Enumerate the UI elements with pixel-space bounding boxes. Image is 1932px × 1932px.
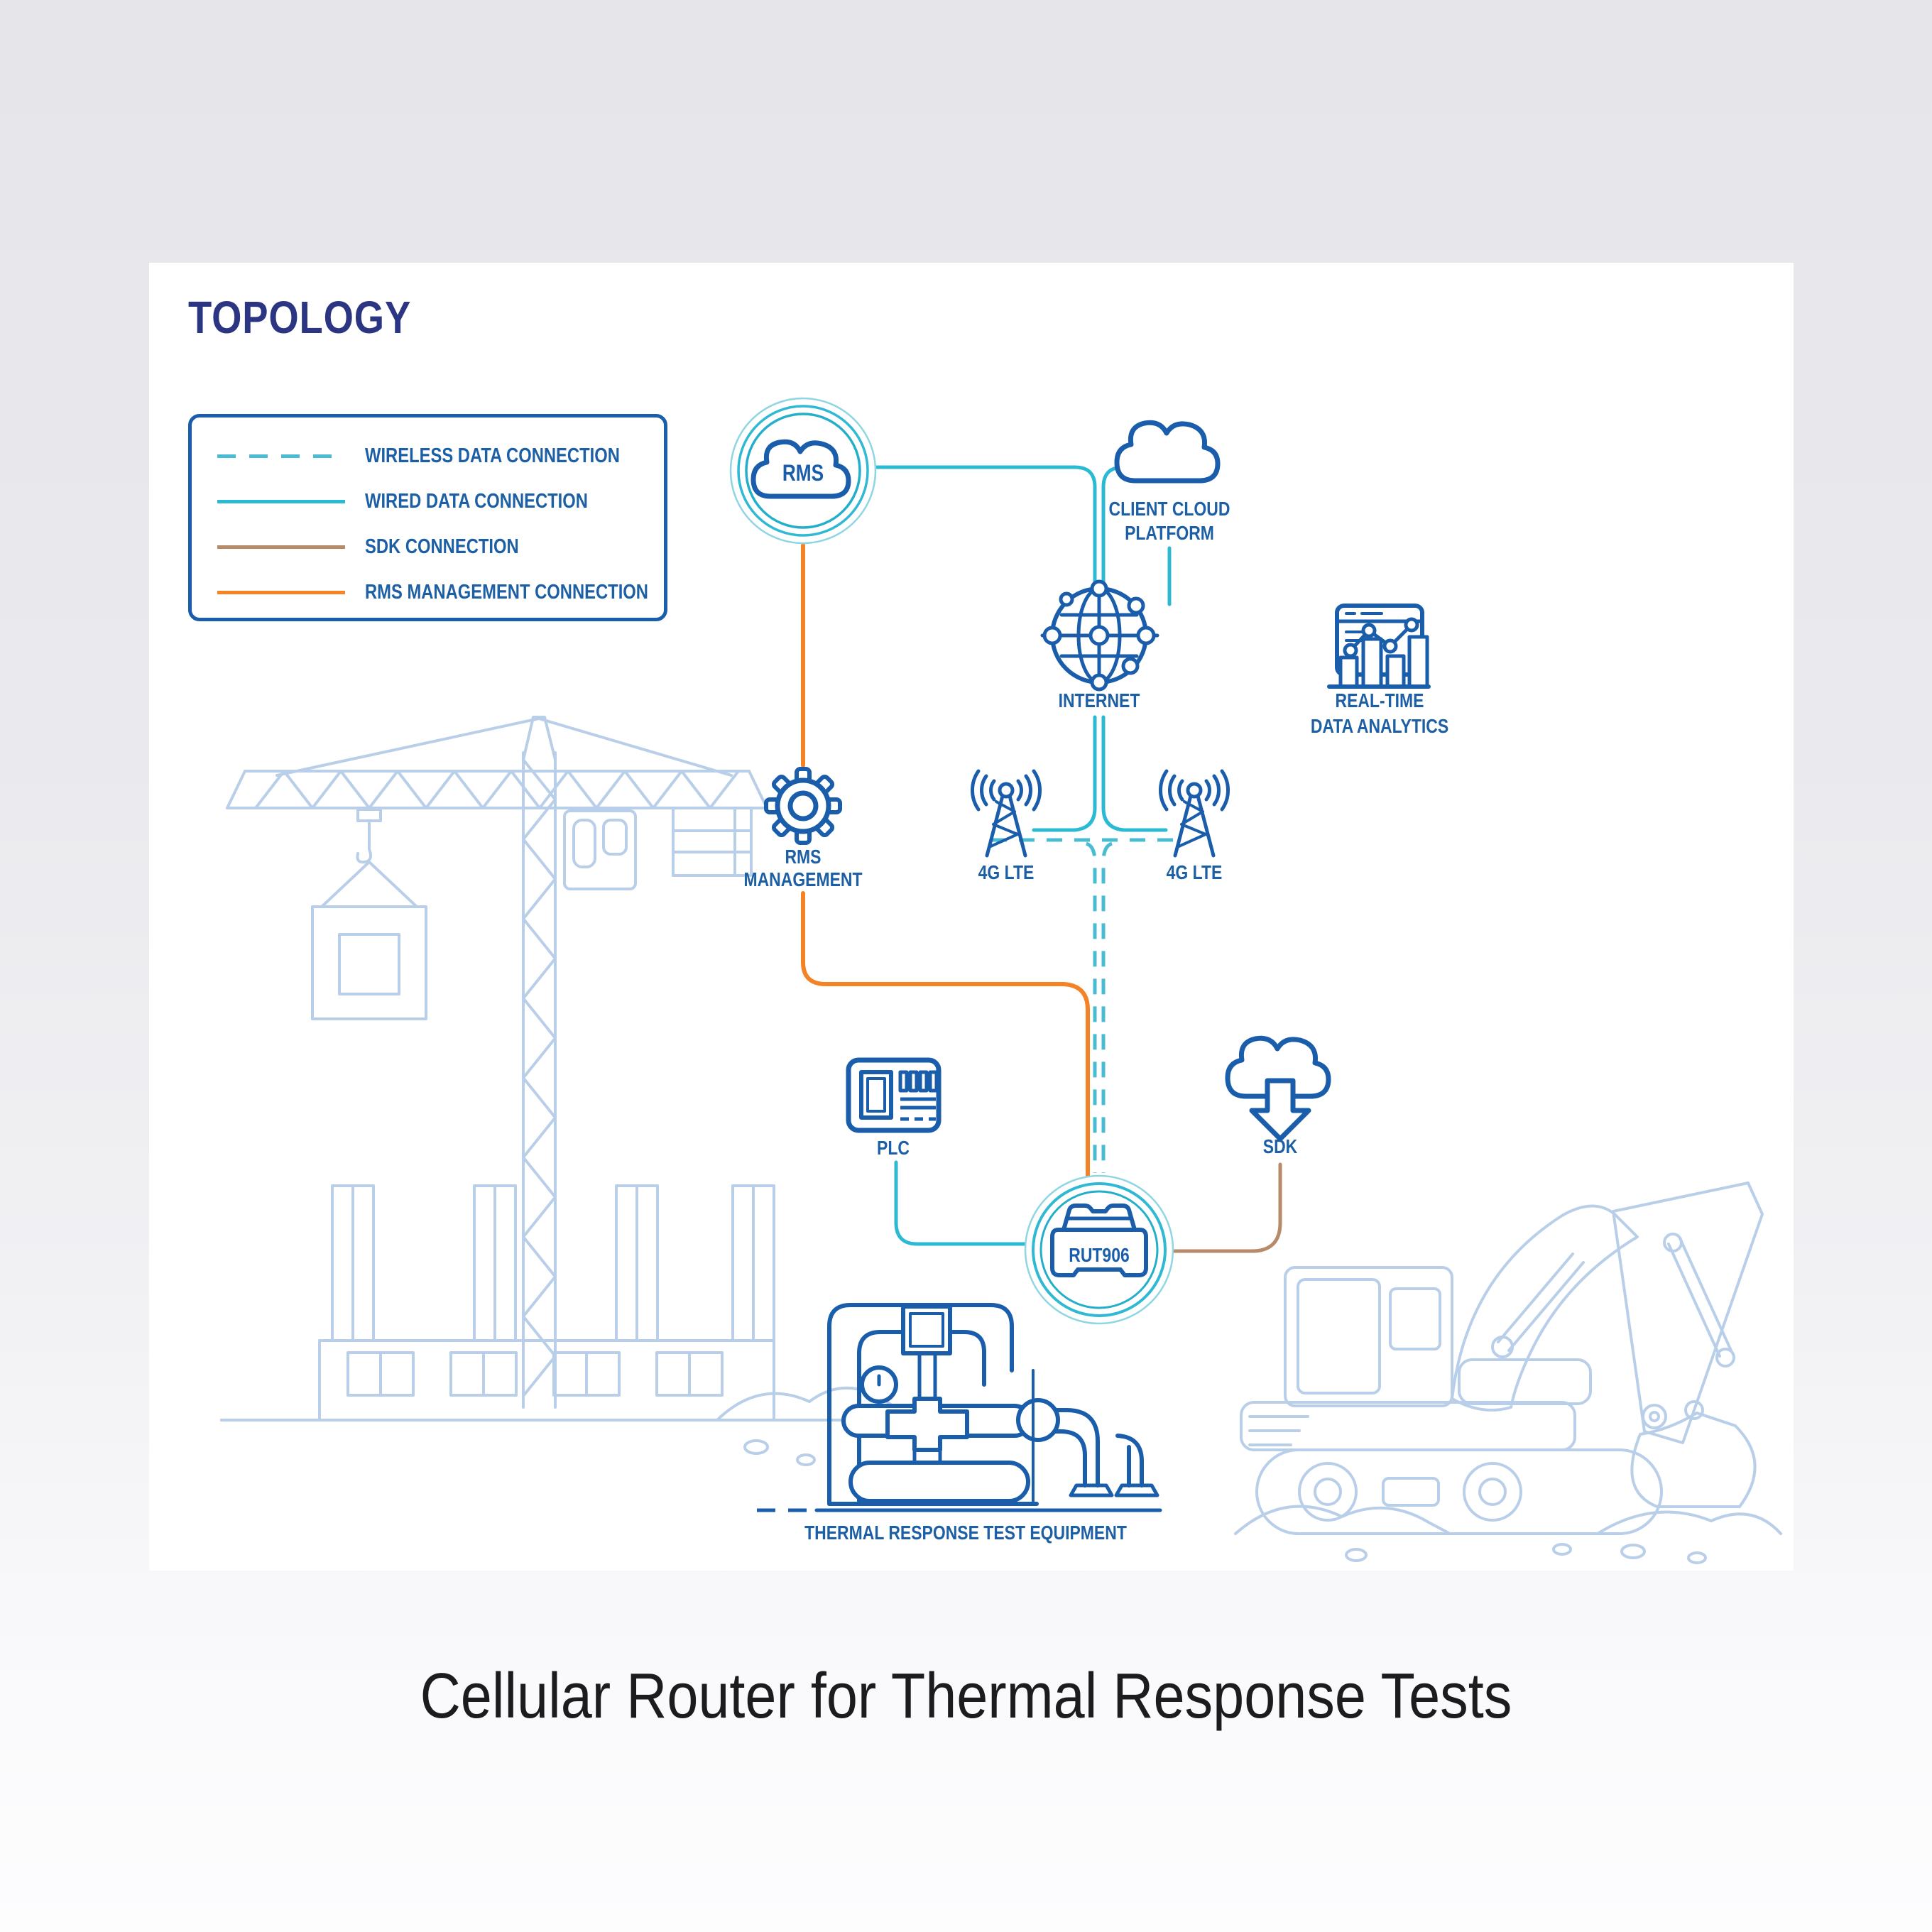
building-illustration xyxy=(220,1184,912,1466)
client-cloud-label-line2: PLATFORM xyxy=(1125,522,1214,544)
thermal-equipment-icon xyxy=(757,1303,1162,1512)
rms-management-label-line1: RMS xyxy=(785,846,822,868)
legend-item-sdk: SDK CONNECTION xyxy=(217,534,552,560)
lte-tower-right-icon xyxy=(1159,769,1230,858)
analytics-icon xyxy=(1327,604,1431,689)
legend-box: WIRELESS DATA CONNECTION WIRED DATA CONN… xyxy=(188,414,667,621)
wired-connections xyxy=(875,465,1172,1246)
legend-item-wired: WIRED DATA CONNECTION xyxy=(217,489,637,514)
sdk-label: SDK xyxy=(1262,1135,1298,1157)
page-title: TOPOLOGY xyxy=(188,292,412,343)
lte-tower-left-icon xyxy=(971,769,1042,858)
rms-node xyxy=(729,397,877,545)
rms-management-gear-icon xyxy=(764,767,842,845)
rms-cloud-icon xyxy=(751,439,851,499)
crane-illustration xyxy=(226,716,768,1409)
rms-management-connections xyxy=(801,543,1090,1179)
rms-management-line-swatch xyxy=(217,590,345,594)
wireless-line-swatch xyxy=(217,454,345,458)
sdk-connection-line xyxy=(1171,1162,1282,1253)
rms-management-label-line2: MANAGEMENT xyxy=(743,868,863,890)
router-label: RUT906 xyxy=(1069,1244,1130,1266)
image-caption: Cellular Router for Thermal Response Tes… xyxy=(420,1661,1512,1732)
legend-label: WIRED DATA CONNECTION xyxy=(365,489,588,513)
sdk-line-swatch xyxy=(217,545,345,549)
equipment-label: THERMAL RESPONSE TEST EQUIPMENT xyxy=(804,1522,1127,1544)
client-cloud-icon xyxy=(1114,420,1221,484)
rms-label: RMS xyxy=(782,460,824,486)
internet-icon xyxy=(1040,579,1159,692)
legend-label: SDK CONNECTION xyxy=(365,535,519,558)
legend-item-wireless: WIRELESS DATA CONNECTION xyxy=(217,443,676,469)
router-node xyxy=(1024,1174,1174,1325)
plc-label: PLC xyxy=(877,1137,910,1159)
legend-label: RMS MANAGEMENT CONNECTION xyxy=(365,580,648,604)
analytics-label-line2: DATA ANALYTICS xyxy=(1310,715,1449,737)
wired-line-swatch xyxy=(217,499,345,503)
plc-icon xyxy=(846,1057,942,1133)
router-device-icon xyxy=(1050,1204,1148,1277)
analytics-label-line1: REAL-TIME xyxy=(1335,689,1424,711)
legend-item-rms-management: RMS MANAGEMENT CONNECTION xyxy=(217,579,711,605)
lte-right-label: 4G LTE xyxy=(1166,861,1223,883)
lte-left-label: 4G LTE xyxy=(978,861,1035,883)
legend-label: WIRELESS DATA CONNECTION xyxy=(365,444,620,467)
sdk-icon xyxy=(1225,1035,1331,1142)
excavator-illustration xyxy=(1234,1181,1782,1564)
client-cloud-label-line1: CLIENT CLOUD xyxy=(1108,498,1230,520)
topology-card: TOPOLOGY WIRELESS DATA CONNECTION WIRED … xyxy=(149,263,1794,1571)
internet-label: INTERNET xyxy=(1058,689,1140,711)
